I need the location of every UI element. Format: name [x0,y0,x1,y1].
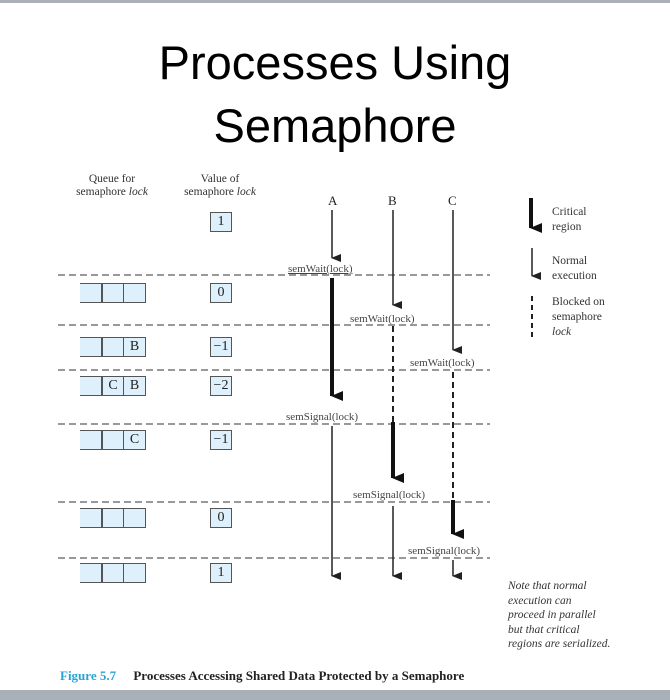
operation-semsignal-a: semSignal(lock) [286,411,359,423]
operation-semwait-a: semWait(lock) [288,263,353,275]
queue-slot [102,337,124,357]
figure-caption: Figure 5.7 Processes Accessing Shared Da… [60,668,464,684]
legend-critical-line-2: region [552,221,582,233]
legend-normal-line-2: execution [552,270,597,282]
queue-slot [124,283,146,303]
queue-row-4: C [80,430,146,450]
separator-lines [58,274,490,559]
legend-normal-line-1: Normal [552,255,588,267]
legend-critical-line-1: Critical [552,206,587,218]
semaphore-value-row-3: −2 [210,376,232,396]
semaphore-value-row-1: 0 [210,283,232,303]
legend-blocked: Blocked on semaphore lock [552,295,605,340]
figure-number: Figure 5.7 [60,668,117,683]
queue-slot [102,508,124,528]
queue-row-5 [80,508,146,528]
queue-slot [80,430,102,450]
queue-slot [80,283,102,303]
queue-slot [80,337,102,357]
queue-slot: B [124,376,146,396]
process-label-b: B [388,193,397,208]
slide-title-line-2: Semaphore [213,99,457,152]
slide-title-line-1: Processes Using [158,36,512,89]
note-text: Note that normal execution can proceed i… [508,579,610,652]
operation-semwait-c: semWait(lock) [410,357,475,369]
value-header-italic: lock [236,186,256,198]
legend-normal-execution: Normal execution [552,254,597,284]
queue-row-3: C B [80,376,146,396]
legend-critical-region: Critical region [552,205,587,235]
queue-header: Queue for semaphore lock [62,173,162,199]
semaphore-value-row-2: −1 [210,337,232,357]
bottom-border [0,690,670,700]
queue-header-prefix: semaphore [76,186,129,198]
queue-slot [80,508,102,528]
queue-slot [102,430,124,450]
queue-header-line-1: Queue for [88,173,136,185]
note-line: but that critical [508,623,580,636]
queue-slot [102,563,124,583]
queue-slot: C [102,376,124,396]
queue-slot [80,376,102,396]
queue-header-italic: lock [128,186,148,198]
process-label-a: A [328,193,338,208]
queue-row-2: B [80,337,146,357]
value-header-line-1: Value of [200,173,240,185]
queue-slot [124,563,146,583]
process-label-c: C [448,193,457,208]
top-border [0,0,670,3]
figure-caption-text: Processes Accessing Shared Data Protecte… [133,668,465,683]
legend-blocked-line-2: semaphore [552,311,602,323]
operation-semsignal-b: semSignal(lock) [353,489,426,501]
queue-slot: C [124,430,146,450]
semaphore-value-row-5: 0 [210,508,232,528]
semaphore-value-initial: 1 [210,212,232,232]
legend-blocked-line-3: lock [552,326,572,338]
value-header-prefix: semaphore [184,186,237,198]
queue-slot [80,563,102,583]
semaphore-value-row-4: −1 [210,430,232,450]
note-line: proceed in parallel [508,609,596,621]
queue-slot [102,283,124,303]
queue-header-line-2: semaphore lock [62,186,162,199]
operation-semwait-b: semWait(lock) [350,313,415,325]
value-header-line-2: semaphore lock [170,186,270,199]
queue-row-1 [80,283,146,303]
note-line: regions are serialized. [508,638,611,650]
queue-slot: B [124,337,146,357]
legend-blocked-line-1: Blocked on [552,296,605,308]
value-header: Value of semaphore lock [170,173,270,199]
semaphore-value-row-6: 1 [210,563,232,583]
queue-slot [124,508,146,528]
operation-semsignal-c: semSignal(lock) [408,545,481,557]
note-line: execution can [508,594,572,607]
note-line: Note that normal [508,580,587,592]
queue-row-6 [80,563,146,583]
